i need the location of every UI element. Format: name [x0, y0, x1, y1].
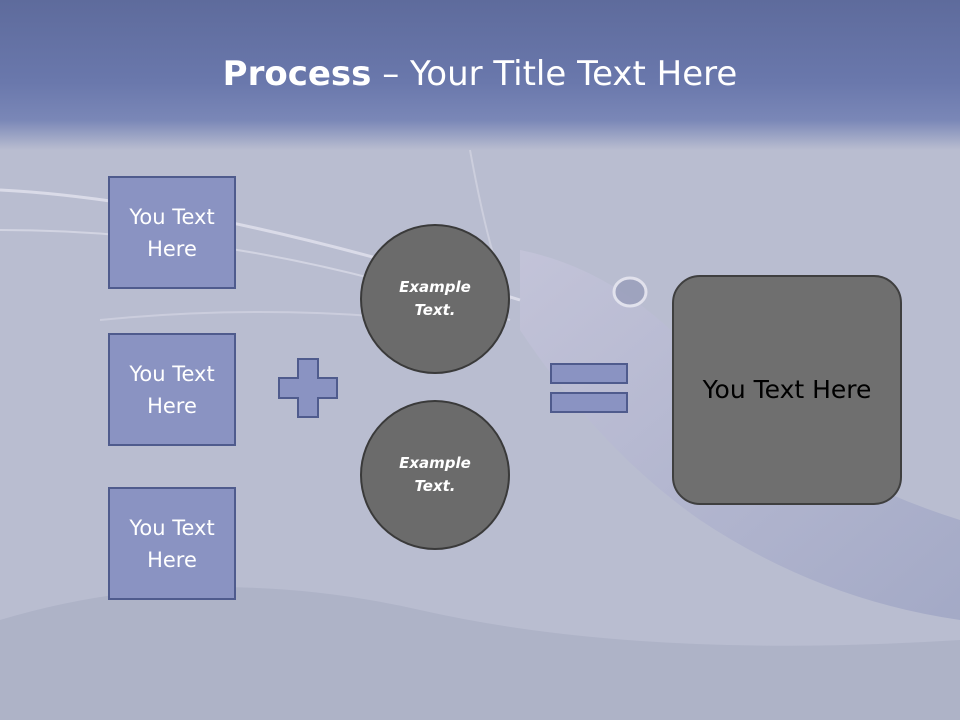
input-box-label: You Text Here — [129, 204, 215, 261]
input-box-label: You Text Here — [129, 515, 215, 572]
input-box-label: You Text Here — [129, 361, 215, 418]
example-circle-label: Example Text. — [399, 454, 471, 495]
example-circle-1[interactable]: Example Text. — [360, 224, 510, 374]
slide-title[interactable]: Process – Your Title Text Here — [0, 52, 960, 96]
result-label: You Text Here — [702, 375, 872, 404]
title-band — [0, 0, 960, 150]
input-box-1[interactable]: You Text Here — [108, 176, 236, 289]
input-box-2[interactable]: You Text Here — [108, 333, 236, 446]
example-circle-2[interactable]: Example Text. — [360, 400, 510, 550]
input-box-3[interactable]: You Text Here — [108, 487, 236, 600]
equals-icon[interactable] — [550, 363, 628, 413]
title-separator: – — [371, 54, 411, 94]
plus-icon[interactable] — [278, 358, 338, 418]
example-circle-label: Example Text. — [399, 278, 471, 319]
result-box[interactable]: You Text Here — [672, 275, 902, 505]
title-bold: Process — [222, 54, 372, 94]
title-rest: Your Title Text Here — [410, 54, 738, 94]
